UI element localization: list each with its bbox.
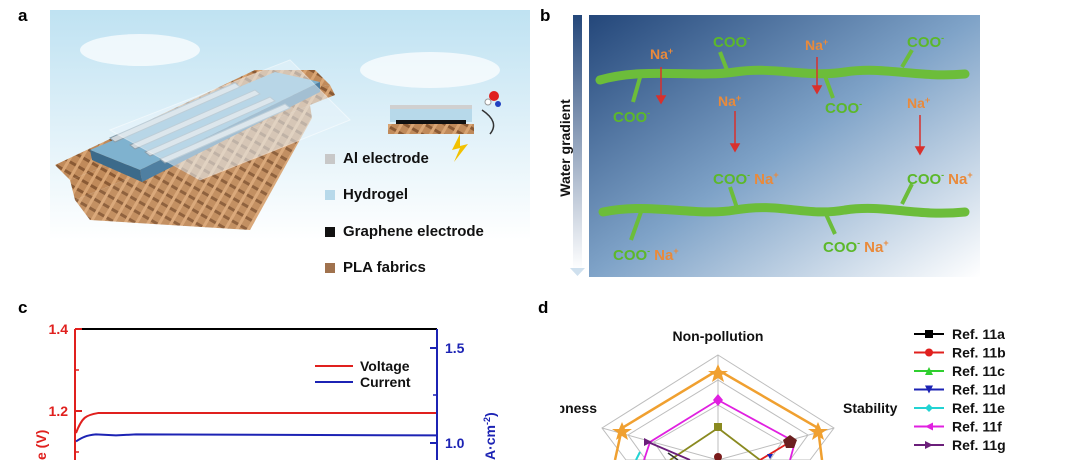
swatch-pla: [325, 262, 335, 273]
legend-item-al-electrode: Al electrode: [325, 150, 429, 167]
lightning-icon: [452, 134, 468, 162]
panel-a-illustration: [50, 10, 530, 240]
legend-marker: [925, 404, 933, 412]
carboxyl-label: COO-: [907, 33, 944, 51]
swatch-hydrogel: [325, 189, 335, 200]
panel-c-chart: 1.4 1.2 1.5 1.0 Voltage Current e (V) A·…: [33, 321, 498, 460]
legend-item-pla: PLA fabrics: [325, 259, 426, 276]
legend-marker: [925, 348, 933, 357]
carboxyl-label: COO-: [613, 108, 650, 126]
water-molecule-icon: [484, 91, 501, 107]
radar-series-11g: [647, 441, 691, 460]
left-tick-label: 1.4: [49, 321, 69, 337]
legend-marker: [925, 441, 933, 449]
legend-label: Ref. 11f: [952, 419, 1002, 435]
legend-label-current: Current: [360, 374, 411, 390]
series-voltage-line: [75, 412, 436, 434]
legend-label: Ref. 11g: [952, 437, 1006, 453]
legend-item-ref-5: Ref. 11e: [914, 400, 1005, 416]
panel-b-letter: b: [540, 6, 551, 25]
right-axis-label: A·cm-2): [482, 412, 498, 460]
panel-d-radar: Non-pollution Stability Cheapness: [560, 328, 898, 460]
left-axis-label: e (V): [33, 430, 49, 460]
legend-label: Hydrogel: [343, 186, 409, 203]
legend-item-ref-6: Ref. 11f: [914, 419, 1002, 435]
carboxyl-label: COO-: [713, 33, 750, 51]
swatch-graphene: [325, 226, 335, 237]
carboxyl-sodium-label: COO-Na+: [907, 170, 973, 188]
polymer-chain-upper: [595, 65, 970, 85]
swatch-al: [325, 153, 335, 164]
legend-item-ref-3: Ref. 11c: [914, 363, 1005, 379]
flow-arrow-icon: [481, 109, 495, 135]
water-gradient-label: Water gradient: [557, 99, 573, 197]
ion-label: Na+: [805, 37, 828, 53]
legend-marker: [925, 422, 933, 431]
carboxyl-sodium-label: COO-Na+: [713, 170, 779, 188]
legend-item-ref-1: Ref. 11a: [914, 326, 1005, 342]
legend-label-voltage: Voltage: [360, 358, 410, 374]
legend-label: Ref. 11d: [952, 382, 1006, 398]
legend-marker: [925, 367, 933, 375]
axis-label-stability: Stability: [843, 400, 898, 416]
polymer-chain-lower: [598, 203, 970, 218]
carboxyl-sodium-label: COO-Na+: [613, 246, 679, 264]
legend-item-ref-2: Ref. 11b: [914, 345, 1006, 361]
axis-label-cheapness: Cheapness: [560, 400, 597, 416]
panel-b-diagram: Na+ Na+ Na+ Na+ COO- COO- COO- COO- COO-…: [570, 15, 980, 277]
right-tick-label: 1.5: [445, 340, 465, 356]
legend-label: Ref. 11a: [952, 326, 1005, 342]
panel-c-letter: c: [18, 298, 28, 317]
legend-marker: [925, 330, 933, 338]
legend-label: PLA fabrics: [343, 259, 426, 276]
ion-arrows: [655, 57, 926, 156]
ion-label: Na+: [650, 46, 673, 62]
panel-a-letter: a: [18, 6, 28, 25]
legend-item-graphene: Graphene electrode: [325, 223, 484, 240]
legend-item-hydrogel: Hydrogel: [325, 186, 408, 203]
legend-label: Ref. 11c: [952, 363, 1005, 379]
left-tick-label: 1.2: [49, 403, 69, 419]
legend-item-ref-7: Ref. 11g: [914, 437, 1006, 453]
ion-label: Na+: [718, 93, 741, 109]
hydrogel-sheet: [108, 59, 351, 181]
legend-label: Ref. 11b: [952, 345, 1006, 361]
gradient-background: [589, 15, 980, 277]
legend-marker: [925, 385, 933, 394]
legend-label: Ref. 11e: [952, 400, 1005, 416]
legend-label: Graphene electrode: [343, 223, 484, 240]
carboxyl-label: COO-: [825, 99, 862, 117]
series-current-line: [75, 433, 437, 443]
legend-label: Al electrode: [343, 150, 429, 167]
right-tick-label: 1.0: [445, 435, 465, 451]
axis-label-non-pollution: Non-pollution: [673, 328, 764, 344]
panel-d-letter: d: [538, 298, 549, 317]
carboxyl-sodium-label: COO-Na+: [823, 238, 889, 256]
radar-markers-outer: [612, 364, 828, 440]
zoom-inset: [388, 105, 474, 134]
water-gradient-bar: [573, 15, 582, 270]
ion-label: Na+: [907, 95, 930, 111]
legend-item-ref-4: Ref. 11d: [914, 382, 1006, 398]
